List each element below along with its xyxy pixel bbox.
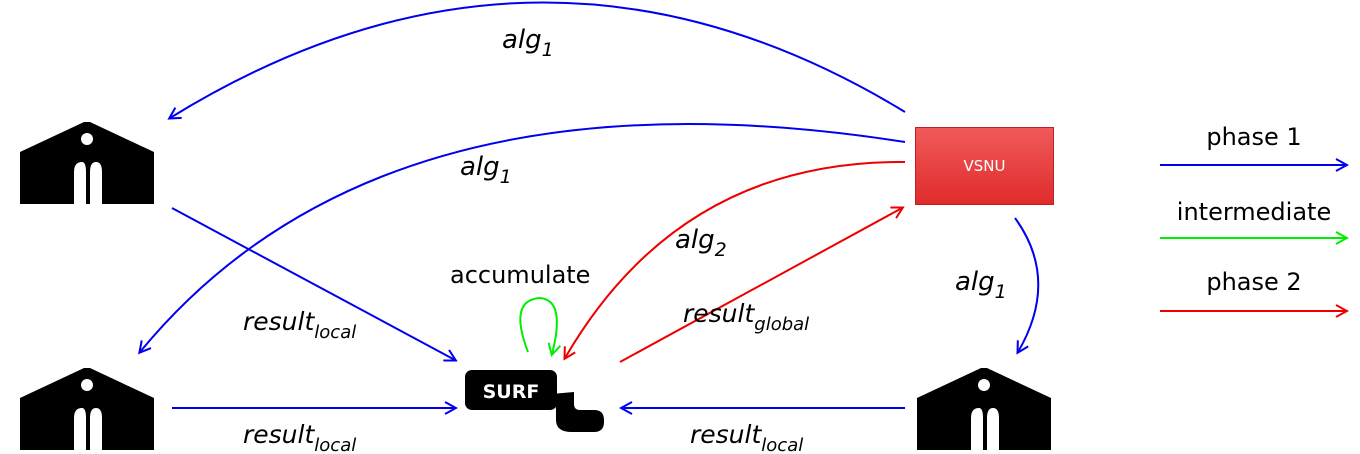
university-bottom-right-icon xyxy=(917,368,1051,450)
label-alg1-top: alg1 xyxy=(502,25,554,61)
legend-intermediate-label: intermediate xyxy=(1177,198,1331,226)
edge-accumulate xyxy=(519,296,557,354)
edge-alg1-top xyxy=(170,1,906,118)
university-bottom-left-icon xyxy=(20,368,154,450)
label-result-local-diag: resultlocal xyxy=(243,307,356,343)
label-accumulate: accumulate xyxy=(450,261,590,289)
edge-alg2 xyxy=(565,160,906,358)
legend-phase1-label: phase 1 xyxy=(1206,123,1301,151)
edge-alg1-mid xyxy=(140,123,906,352)
edge-result-local-diag xyxy=(171,207,455,360)
label-result-global: resultglobal xyxy=(683,299,809,335)
label-result-local-right: resultlocal xyxy=(690,420,803,454)
legend-phase2-label: phase 2 xyxy=(1206,268,1301,296)
surf-logo: SURF xyxy=(465,370,604,432)
label-alg1-right: alg1 xyxy=(955,267,1007,303)
edge-alg1-right xyxy=(1014,217,1040,352)
edge-result-global xyxy=(619,208,902,363)
label-result-local-left: resultlocal xyxy=(243,420,356,454)
legend: phase 1 intermediate phase 2 xyxy=(1160,123,1346,311)
university-top-left-icon xyxy=(20,122,154,204)
surf-label: SURF xyxy=(483,381,540,403)
vsnu-node: VSNU xyxy=(915,127,1054,205)
label-alg1-mid: alg1 xyxy=(460,152,512,188)
label-alg2: alg2 xyxy=(675,225,727,261)
vsnu-label: VSNU xyxy=(963,157,1006,175)
